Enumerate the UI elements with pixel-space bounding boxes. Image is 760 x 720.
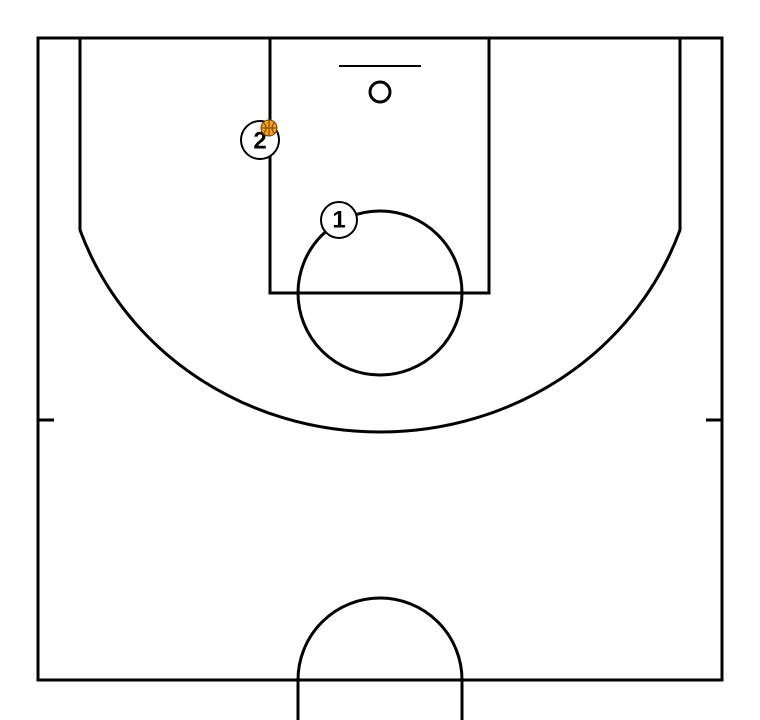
free-throw-circle — [296, 209, 464, 377]
player-1: 1 — [320, 201, 358, 239]
player-1-label: 1 — [332, 207, 345, 234]
center-circle — [296, 596, 464, 720]
basket-rim — [368, 80, 392, 104]
basketball-seam-right-curve — [271, 121, 276, 135]
paint-lane — [268, 36, 491, 295]
player-2: 2 — [240, 119, 280, 160]
basketball-seam-left-curve — [262, 121, 267, 135]
player-1-marker — [320, 201, 358, 239]
basketball-icon — [260, 119, 278, 137]
court-boundary — [36, 36, 724, 682]
three-point-line — [78, 38, 682, 434]
